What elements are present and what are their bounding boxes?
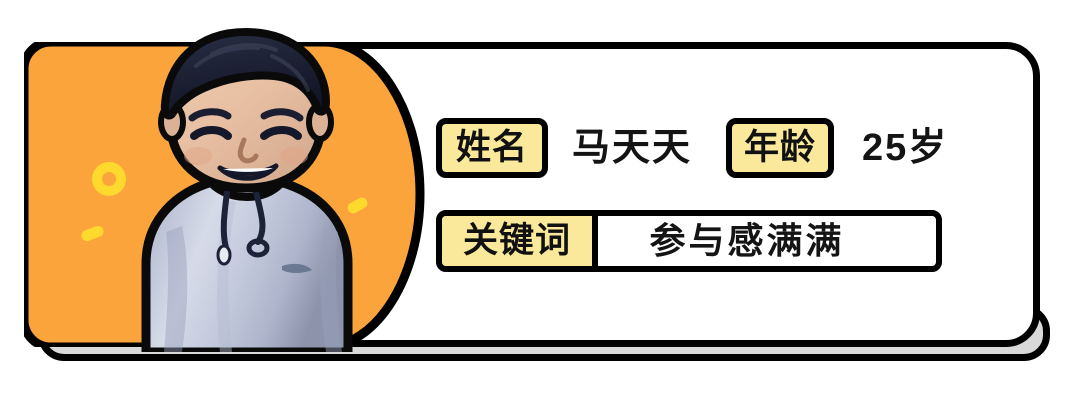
value-name: 马天天 [572,126,693,169]
decorative-ring-icon [92,162,126,196]
info-row-name-age: 姓名 马天天 年龄 25岁 [436,117,992,178]
value-keyword: 参与感满满 [649,219,845,261]
profile-photo [141,28,353,352]
value-age: 25岁 [862,126,949,169]
label-name: 姓名 [436,117,548,178]
keyword-field: 关键词 参与感满满 [436,209,942,272]
info-row-keyword: 关键词 参与感满满 [436,209,992,272]
photo-panel [24,28,434,352]
label-keyword: 关键词 [442,215,598,266]
profile-info: 姓名 马天天 年龄 25岁 关键词 参与感满满 [432,42,992,347]
label-age: 年龄 [726,117,835,178]
